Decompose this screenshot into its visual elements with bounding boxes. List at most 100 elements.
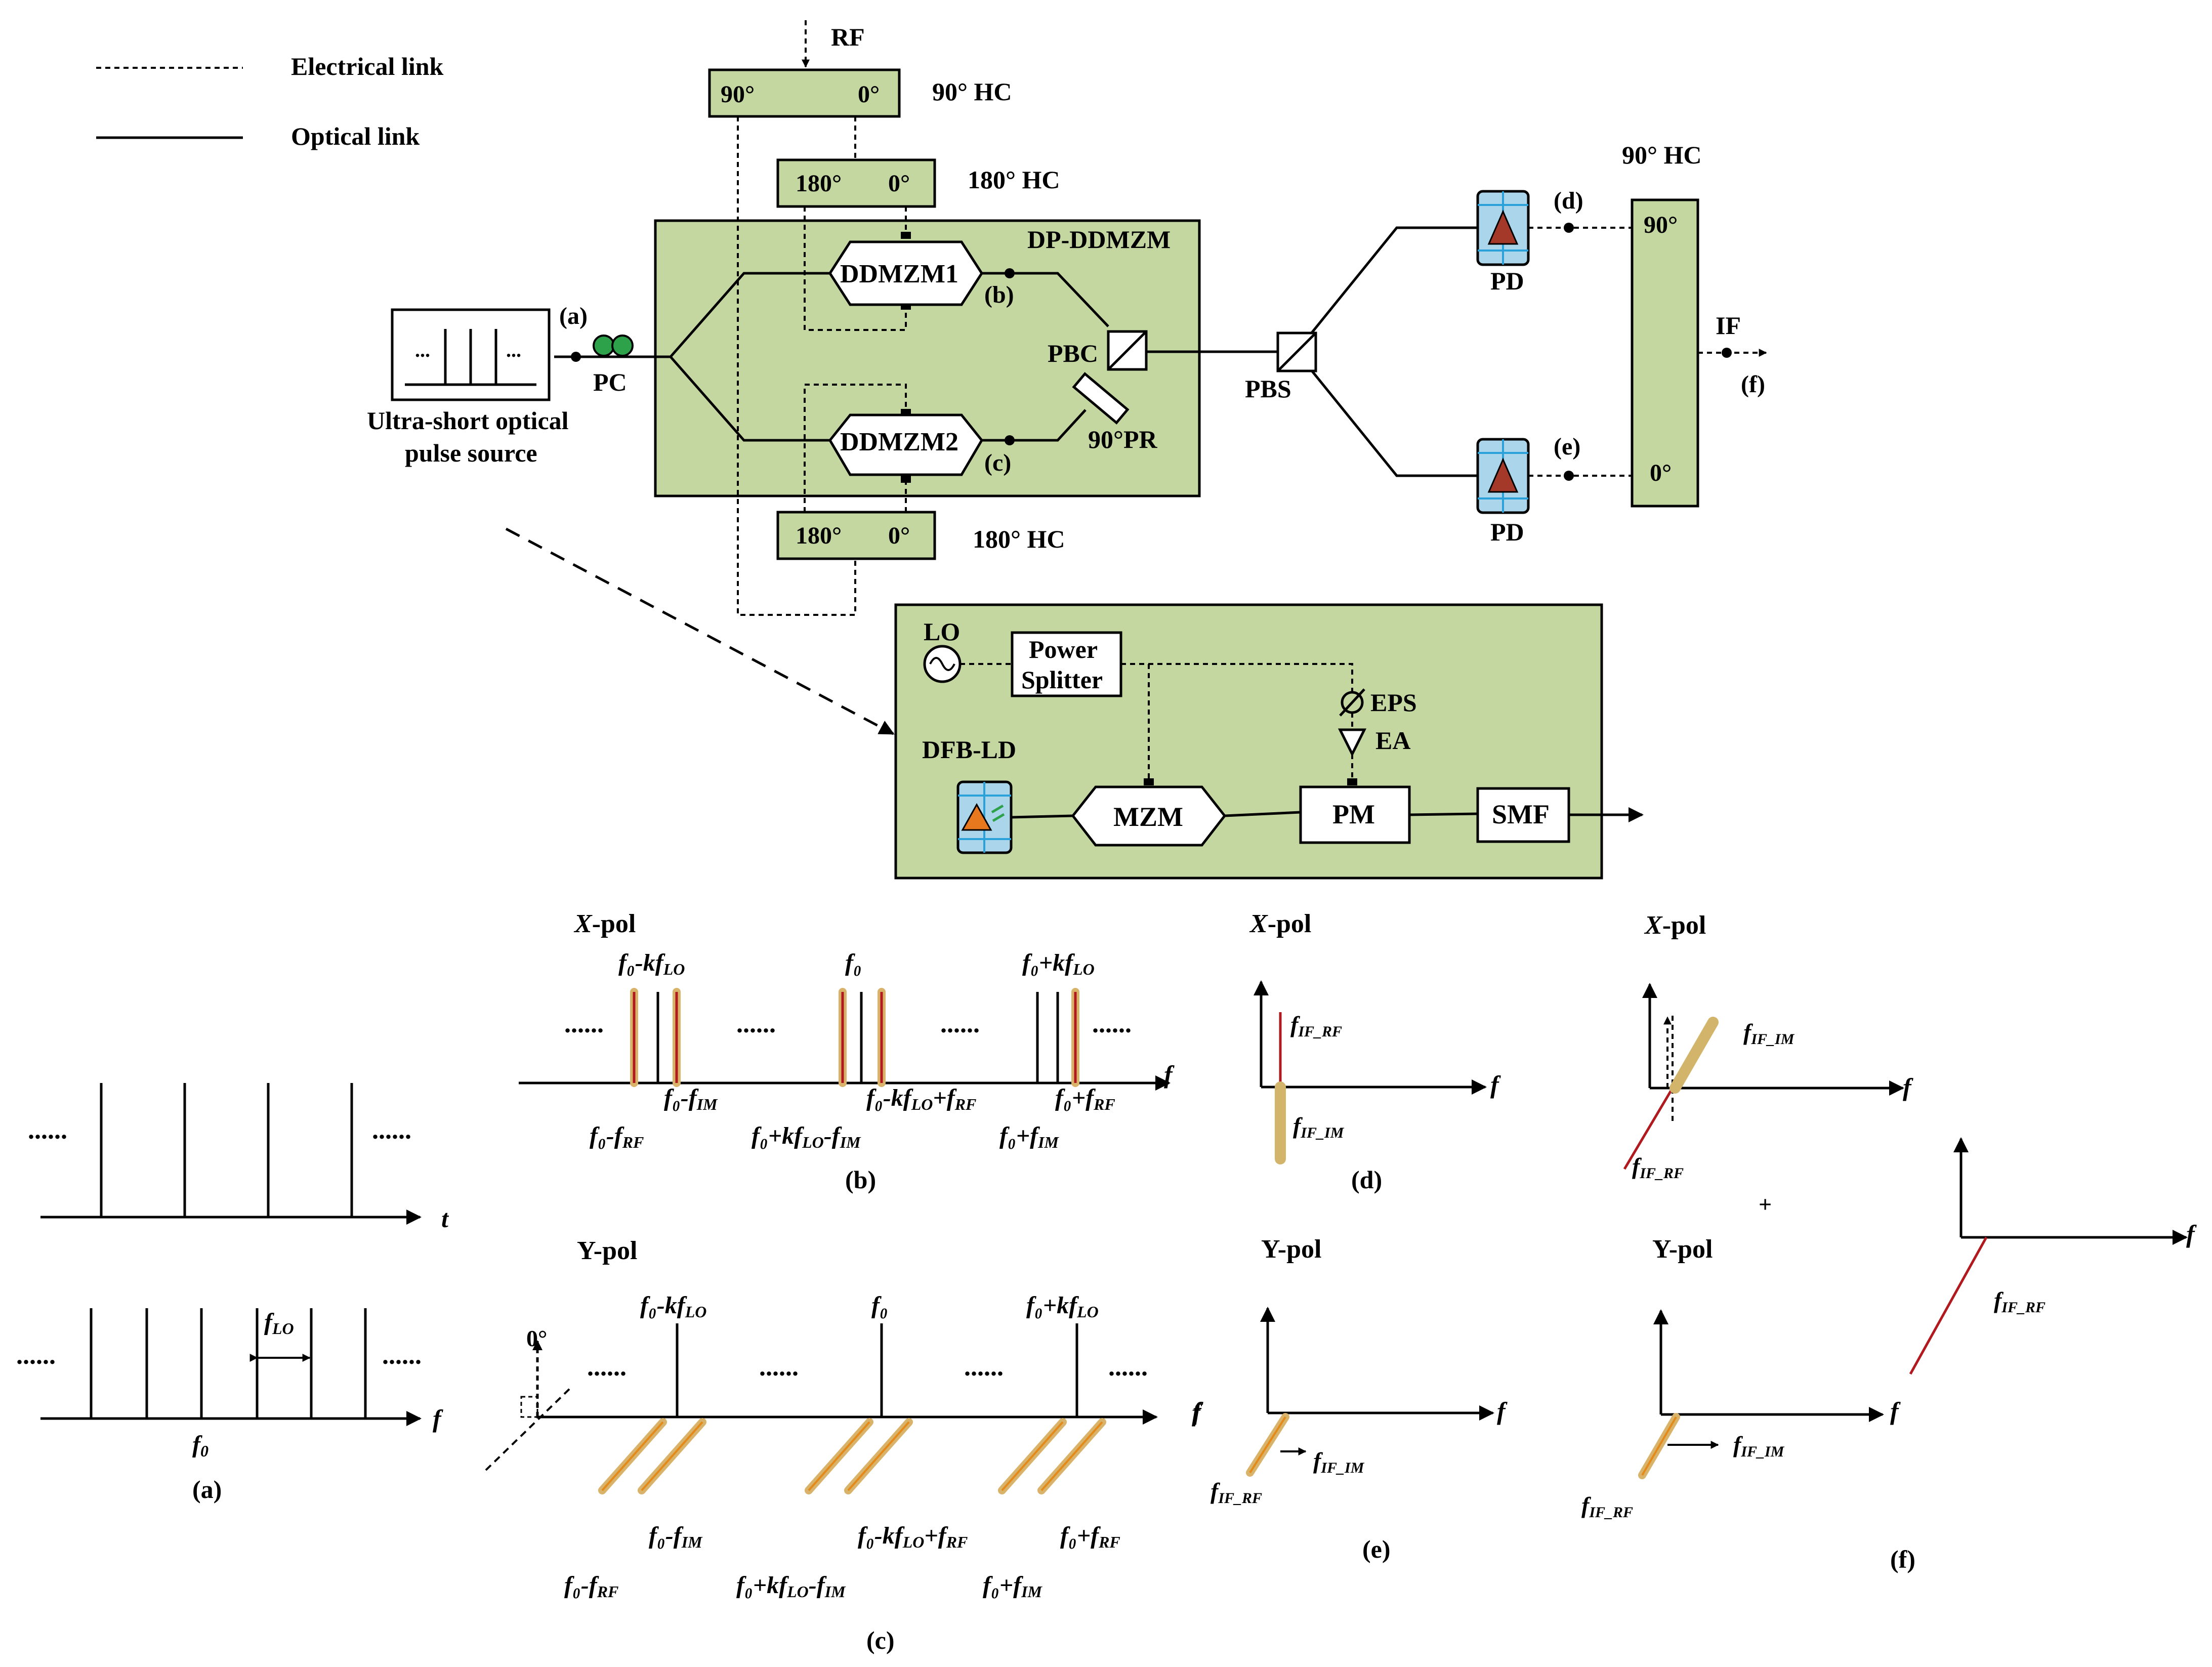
source-label-line2: pulse source xyxy=(405,439,537,467)
hc90-right-port-0: 0° xyxy=(1650,460,1672,486)
lo-oscillator-icon xyxy=(923,645,962,683)
plot-c-caption: (c) xyxy=(866,1626,895,1654)
hc180-bot-label: 180° HC xyxy=(973,525,1065,553)
point-b-marker xyxy=(1005,268,1015,278)
plot-b-l4: f₀-fRF xyxy=(590,1122,644,1151)
plot-d-rf-label: fIF_RF xyxy=(1290,1012,1342,1040)
splitter-label-2: Splitter xyxy=(1021,665,1103,694)
polarization-controller xyxy=(593,335,634,357)
electrical-links xyxy=(737,116,907,616)
plot-c-l4: f₀-fRF xyxy=(564,1572,618,1601)
ddmzm1-label: DDMZM1 xyxy=(840,260,958,288)
plot-c: Y-pol 0° ...... ...... ...... ...... f f… xyxy=(485,1236,1202,1654)
plot-b-f-label: f xyxy=(1164,1060,1175,1089)
splitter-label-1: Power xyxy=(1029,635,1098,663)
hc90-top-port-0: 0° xyxy=(858,81,880,108)
ddmzm1-electrode-top xyxy=(901,232,911,239)
ddmzm1-modulator xyxy=(828,240,983,306)
plot-f-title-y: Y-pol xyxy=(1652,1235,1713,1264)
plot-c-l5: f₀+kfLO-fIM xyxy=(736,1572,846,1601)
smf-fiber xyxy=(1476,787,1570,843)
plot-b-dots: ...... xyxy=(940,1010,980,1038)
pm-label: PM xyxy=(1332,799,1375,829)
pm-modulator xyxy=(1299,785,1411,844)
plot-f-y-rf-line xyxy=(1641,1416,1677,1476)
point-a-label: (a) xyxy=(559,303,588,329)
dp-ddmzm-label: DP-DDMZM xyxy=(1027,225,1171,254)
ea-label: EA xyxy=(1375,726,1410,755)
dfb-to-mzm-fiber xyxy=(1011,814,1073,819)
plot-f-x-rf-label: fIF_RF xyxy=(1632,1153,1684,1182)
plot-c-l2: f₀-kfLO+fRF xyxy=(858,1522,968,1551)
plot-a-t-label: t xyxy=(441,1204,449,1233)
rf-label: RF xyxy=(831,23,865,51)
plot-d: X-pol f fIF_RF fIF_IM (d) xyxy=(1249,909,1501,1194)
if-label: IF xyxy=(1716,311,1741,340)
plot-a-caption: (a) xyxy=(192,1475,222,1504)
plot-e-im-label: fIF_IM xyxy=(1313,1448,1365,1476)
plot-c-l1: f₀-fIM xyxy=(649,1522,703,1551)
plot-a-dots-left: ...... xyxy=(28,1116,67,1145)
hc90-top-port-90: 90° xyxy=(721,81,755,108)
plot-c-deg: 0° xyxy=(526,1325,547,1351)
hc180-top-label: 180° HC xyxy=(968,165,1060,194)
plot-f-x-f-label: f xyxy=(1903,1073,1913,1101)
plot-e-rf-label: fIF_RF xyxy=(1211,1478,1262,1507)
plot-b-dots: ...... xyxy=(736,1010,776,1038)
smf-label: SMF xyxy=(1492,799,1550,829)
plot-f-title-x: X-pol xyxy=(1644,911,1706,940)
plot-a-flo: fLO xyxy=(264,1309,294,1338)
plot-f-right-rf-line xyxy=(1909,1236,1988,1375)
hc90-right-label: 90° HC xyxy=(1622,141,1702,169)
point-f-marker xyxy=(1722,348,1732,358)
plot-e-title: Y-pol xyxy=(1261,1235,1321,1264)
point-b-label: (b) xyxy=(984,281,1014,308)
hybrid-coupler-180-bottom xyxy=(776,511,936,560)
source-dots-left: ... xyxy=(415,339,430,361)
plot-c-top3: f₀+kfLO xyxy=(1026,1292,1099,1321)
hc90-right-port-90: 90° xyxy=(1644,212,1678,238)
pbc-label: PBC xyxy=(1048,339,1098,367)
plot-b-l5: f₀+kfLO-fIM xyxy=(752,1122,861,1151)
point-d-marker xyxy=(1564,223,1574,233)
plot-e-f-label: f xyxy=(1497,1397,1508,1425)
plot-b-dots: ...... xyxy=(564,1010,604,1038)
optical-paths xyxy=(554,226,1478,477)
legend-optical-label: Optical link xyxy=(291,122,420,150)
hc180-bot-port-180: 180° xyxy=(796,522,842,549)
pr-label: 90°PR xyxy=(1088,425,1158,453)
plot-f-y-f-label: f xyxy=(1890,1397,1901,1425)
eps-label: EPS xyxy=(1370,688,1417,717)
hc180-top-port-180: 180° xyxy=(796,170,842,197)
plot-b-dots: ...... xyxy=(1092,1010,1132,1038)
plot-e: Y-pol f f fIF_IM fIF_RF (e) xyxy=(1193,1235,1508,1563)
plot-d-im-label: fIF_IM xyxy=(1293,1113,1345,1141)
splitter-to-eps-link xyxy=(1121,663,1353,692)
point-c-marker xyxy=(1005,435,1015,445)
zoom-arrow xyxy=(505,527,895,735)
dfb-laser-icon xyxy=(956,780,1013,854)
plot-d-title: X-pol xyxy=(1249,909,1311,938)
plot-c-depth-axis xyxy=(485,1386,573,1471)
pbs-cube xyxy=(1276,331,1317,372)
plot-c-l6: f₀+fIM xyxy=(983,1572,1043,1601)
plot-b-title: X-pol xyxy=(573,909,636,938)
plot-f: X-pol f fIF_IM fIF_RF + f fIF_RF Y-pol f… xyxy=(1581,911,2197,1573)
legend: Electrical link Optical link xyxy=(96,52,444,150)
ea-amplifier-icon xyxy=(1338,728,1367,757)
plot-c-title: Y-pol xyxy=(577,1236,637,1265)
pbc-cube xyxy=(1107,330,1148,371)
plot-f-x-im-line xyxy=(1670,1017,1719,1094)
pulse-source-box xyxy=(391,308,551,401)
plot-f-y-rf-label: fIF_RF xyxy=(1581,1492,1633,1521)
source-dots-right: ... xyxy=(506,339,521,361)
hybrid-coupler-180-top xyxy=(776,158,936,208)
plot-e-caption: (e) xyxy=(1362,1535,1391,1563)
mzm-to-pm-fiber xyxy=(1224,811,1301,817)
point-c-label: (c) xyxy=(984,449,1011,476)
ddmzm2-modulator xyxy=(828,413,984,476)
point-f-label: (f) xyxy=(1741,371,1765,398)
point-d-label: (d) xyxy=(1554,187,1583,214)
plot-f-right-rf-label: fIF_RF xyxy=(1994,1287,2046,1316)
